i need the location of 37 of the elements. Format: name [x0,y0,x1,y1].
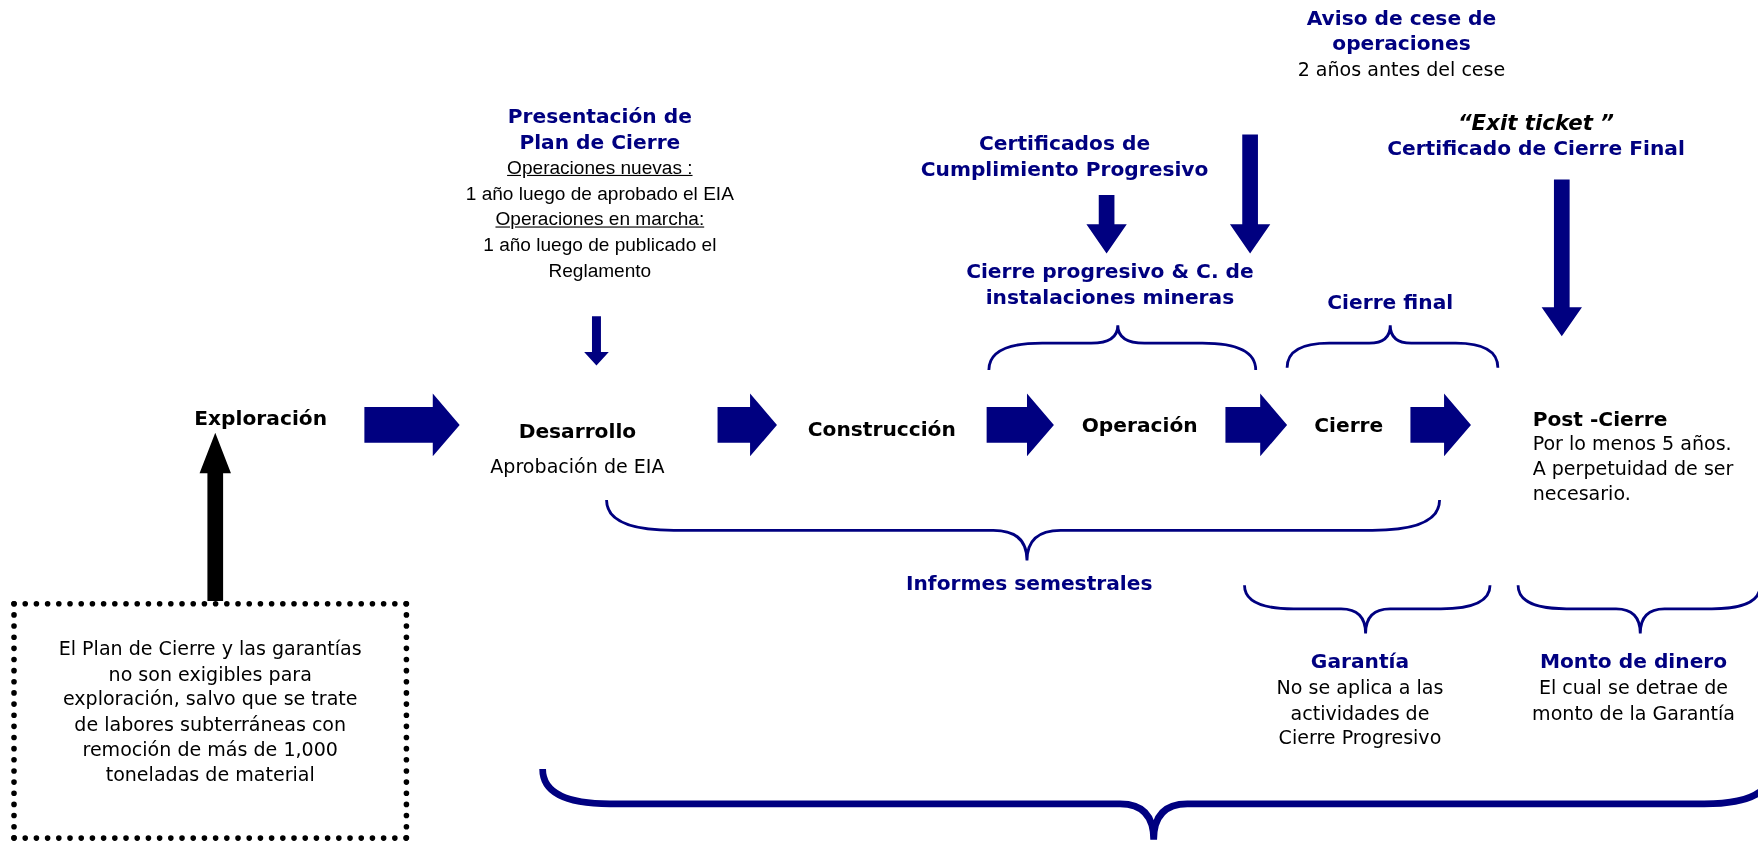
body-text: No se aplica a las actividades de Cierre Progresivo [1275,675,1445,751]
block-arrow [364,393,460,457]
heading-text: Exploración [193,405,329,430]
heading-text: Post -Cierre [1532,407,1669,431]
body-text: Por lo menos 5 años. A perpetuidad de ser necesario. [1532,430,1735,507]
brace-label: Monto de dinero [1538,648,1729,675]
up-arrow [199,432,231,601]
block-arrow [717,393,777,457]
heading-text: Cierre final [1326,289,1455,316]
heading-text: Cierre progresivo & C. de instalaciones mineras [965,258,1255,311]
block-arrow [1225,393,1288,457]
body-text: Operaciones en marcha: [494,207,706,232]
body-text: Certificado de Cierre Final [1386,134,1686,161]
brace-label: Garantía [1309,648,1411,675]
body-text: El Plan de Cierre y las garantías no son exigibles para exploración, salvo que se trate de labores subterráneas con remoción de más de 1,000 toneladas de material [57,635,363,788]
heading-text: Cierre [1313,412,1385,437]
heading-text: Construcción [806,417,957,441]
heading-text: “Exit ticket ” [1456,109,1616,135]
down-arrow [1086,195,1127,254]
heading-text: Presentación de Plan de Cierre [506,103,693,156]
body-text: 1 año luego de publicado el Reglamento [482,232,718,283]
heading-text: Aviso de cese de operaciones [1305,4,1498,57]
down-arrow [1229,134,1271,254]
block-arrow [986,393,1054,457]
down-arrow [584,316,609,366]
heading-text: Certificados de Cumplimiento Progresivo [919,130,1210,183]
down-arrow [1541,179,1582,337]
heading-text: Operación [1080,412,1199,437]
block-arrow [1410,393,1471,457]
caption-text: Aprobación de EIA [489,454,666,480]
body-text: 1 año luego de aprobado el EIA [464,181,735,206]
body-text: El cual se detrae de monto de la Garantía [1531,675,1736,726]
brace-label: Informes semestrales [905,569,1154,596]
heading-text: Desarrollo [517,419,638,443]
note-box [11,600,410,841]
body-text: Operaciones nuevas : [506,155,694,180]
body-text: 2 años antes del cese [1296,57,1507,83]
